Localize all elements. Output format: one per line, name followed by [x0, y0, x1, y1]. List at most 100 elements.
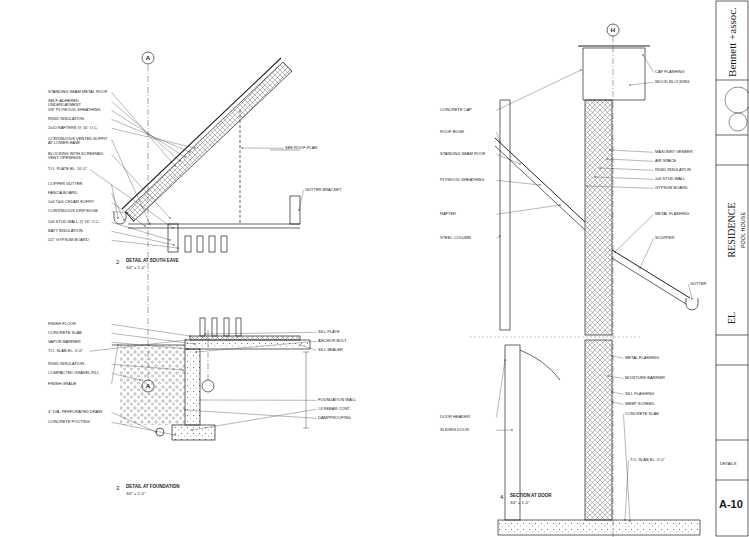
callout-label: STANDING SEAM ROOF — [440, 152, 495, 156]
callout-label: 2x6 STUD WALL @ 16" O.C. — [48, 220, 110, 224]
leader-line — [112, 231, 175, 245]
callout-label: GUTTER — [690, 282, 715, 286]
leader-line — [112, 240, 179, 248]
detail-text: 2 — [116, 259, 119, 266]
callout-label: PLYWOOD SHEATHING — [440, 178, 495, 182]
leader-line — [112, 364, 184, 370]
detail-text: 4 — [500, 494, 503, 501]
callout-label: METAL FLASHING — [655, 212, 710, 216]
leader-dot — [241, 147, 242, 148]
detail-text: 3/4" = 1'-0" — [510, 501, 530, 505]
detail-title: DETAIL AT FOUNDATION — [126, 485, 180, 490]
sheet-number: A-10 — [719, 498, 743, 510]
callout-label: CAP FLASHING — [655, 70, 710, 74]
callout-label: BATT INSULATION — [48, 229, 110, 233]
leader-dot — [185, 339, 186, 340]
leader-line — [90, 340, 187, 351]
detail-text: 3 — [116, 485, 119, 492]
leader-line — [112, 119, 191, 152]
leader-dot — [149, 223, 150, 224]
leader-line — [607, 159, 654, 161]
leader-line — [497, 236, 501, 238]
leader-line — [112, 211, 128, 213]
leader-dot — [519, 163, 520, 164]
leader-dot — [609, 149, 610, 150]
leader-line — [192, 409, 317, 430]
leader-dot — [629, 84, 630, 85]
leader-dot — [511, 429, 512, 430]
leader-line — [600, 168, 654, 170]
leader-dot — [559, 204, 560, 205]
callout-label: 2x6 STUD WALL — [655, 177, 710, 181]
title-block-text: EL — [726, 312, 737, 324]
leader-dot — [117, 217, 118, 218]
leader-line — [612, 356, 624, 358]
callout-label: VAPOR BARRIER — [48, 340, 110, 344]
leader-line — [497, 180, 541, 185]
leader-dot — [614, 251, 615, 252]
leader-dot — [639, 267, 640, 268]
leader-line — [112, 222, 171, 240]
leader-dot — [184, 409, 185, 410]
leader-dot — [189, 335, 190, 336]
callout-label: SEE ROOF PLAN — [285, 146, 325, 150]
leader-line — [112, 412, 157, 432]
leader-line — [112, 373, 141, 380]
leader-dot — [172, 227, 173, 228]
leader-dot — [199, 399, 200, 400]
leader-line — [689, 284, 693, 299]
leader-dot — [179, 160, 180, 161]
leader-dot — [624, 519, 625, 520]
callout-label: STANDING SEAM METAL ROOF — [48, 90, 110, 94]
callout-label: FINISH GRADE — [48, 382, 110, 386]
leader-line — [497, 70, 582, 110]
leader-line — [242, 148, 284, 149]
leader-dot — [117, 344, 118, 345]
callout-label: ANCHOR BOLT — [318, 339, 378, 343]
leader-dot — [155, 431, 156, 432]
callout-label: 5/8" PLYWOOD SHEATHING — [48, 108, 110, 112]
leader-line — [112, 128, 196, 148]
callout-label: DOOR HEADER — [440, 415, 495, 419]
leader-dot — [611, 391, 612, 392]
grid-bubble-label: A — [146, 383, 150, 390]
callout-label: WEEP SCREED — [625, 402, 685, 406]
callout-label: RIGID INSULATION — [48, 362, 110, 366]
grid-bubble-label: A — [146, 55, 150, 62]
title-block-text: Bennett +assoc. — [726, 7, 738, 77]
leader-line — [608, 376, 624, 378]
callout-label: FOUNDATION WALL — [318, 398, 378, 402]
leader-dot — [586, 185, 587, 186]
leader-dot — [642, 54, 643, 55]
leader-dot — [599, 167, 600, 168]
callout-label: STEEL COLUMN — [440, 236, 495, 240]
leader-dot — [189, 151, 190, 152]
leader-dot — [187, 348, 188, 349]
callout-label: T.O. SLAB EL. 0'-0" — [630, 458, 670, 462]
callout-label: 1x6 T&G CEDAR SOFFIT — [48, 200, 110, 204]
callout-label: RIGID INSULATION — [48, 117, 110, 121]
leader-line — [112, 139, 151, 224]
leader-dot — [195, 351, 196, 352]
leader-dot — [539, 184, 540, 185]
leader-line — [497, 430, 513, 431]
callout-label: SILL PLATE — [318, 330, 378, 334]
callout-label: CONTINUOUS DRIP EDGE — [48, 209, 110, 213]
leader-dot — [691, 298, 692, 299]
leader-dot — [299, 344, 300, 345]
leader-line — [615, 214, 654, 252]
callout-label: FINISH FLOOR — [48, 322, 110, 326]
leader-line — [643, 55, 654, 72]
callout-label: CONCRETE CAP — [440, 108, 495, 112]
leader-dot — [611, 401, 612, 402]
leader-line — [612, 392, 624, 394]
leader-line — [90, 169, 174, 228]
grid-bubble-label: H — [611, 27, 615, 34]
leader-line — [299, 190, 304, 210]
leader-dot — [607, 375, 608, 376]
leader-line — [200, 400, 317, 401]
leader-dot — [298, 209, 299, 210]
leader-line — [185, 410, 317, 418]
callout-label: MASONRY VENEER — [655, 150, 710, 154]
